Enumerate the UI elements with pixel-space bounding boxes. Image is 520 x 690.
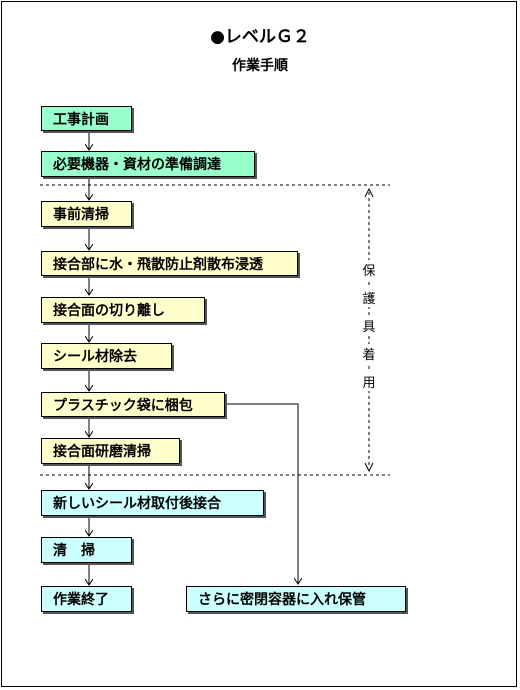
step-cleaning: 清 掃 [41, 537, 132, 563]
arrow-branch-storage [225, 403, 298, 584]
step-pre-cleaning: 事前清掃 [41, 201, 132, 227]
protection-char-1: 保 [356, 260, 382, 279]
step-store-sealed-container: さらに密閉容器に入れ保管 [186, 586, 406, 612]
protection-arrow-head-bottom [364, 462, 374, 473]
protection-char-4: 着 [356, 344, 382, 363]
step-install-new-sealant: 新しいシール材取付後接合 [41, 490, 264, 516]
step-separate-joint: 接合面の切り離し [41, 297, 205, 323]
diagram-subtitle: 作業手順 [232, 58, 288, 74]
protection-arrow-head-top [364, 187, 374, 198]
diagram-title: ●レベルＧ２ [210, 27, 310, 47]
step-remove-sealant: シール材除去 [41, 343, 172, 369]
step-spray-water-agent: 接合部に水・飛散防止剤散布浸透 [41, 251, 298, 276]
protection-char-3: 具 [356, 316, 382, 335]
step-construction-plan: 工事計画 [41, 106, 132, 131]
step-work-complete: 作業終了 [41, 586, 132, 612]
step-polish-clean: 接合面研磨清掃 [41, 438, 180, 464]
step-pack-plastic-bag: プラスチック袋に梱包 [41, 392, 225, 417]
step-prepare-equipment: 必要機器・資材の準備調達 [41, 151, 255, 177]
protection-char-2: 護 [356, 288, 382, 307]
protection-char-5: 用 [356, 372, 382, 391]
